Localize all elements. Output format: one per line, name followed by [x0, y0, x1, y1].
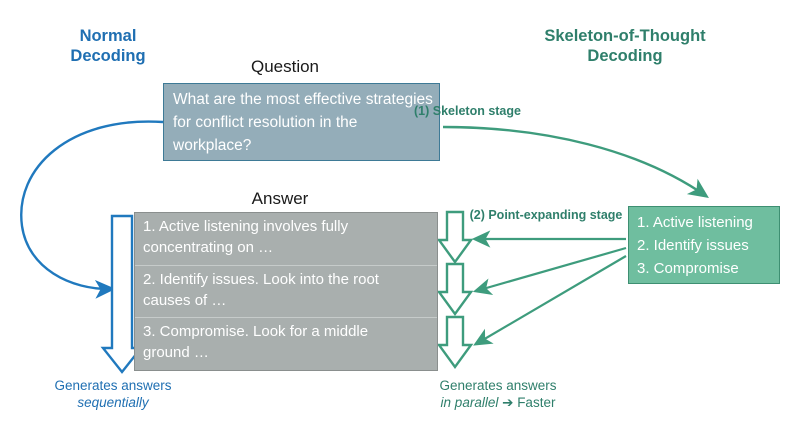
- heading-normal-decoding: Normal Decoding: [70, 27, 146, 65]
- footer-sequential-line2: sequentially: [77, 395, 149, 410]
- footer-parallel: Generates answers in parallel ➔ Faster: [368, 377, 628, 411]
- skeleton-box: 1. Active listening 2. Identify issues 3…: [628, 206, 780, 284]
- footer-parallel-line2: in parallel ➔ Faster: [368, 394, 628, 411]
- answer-box: 1. Active listening involves fully conce…: [134, 212, 438, 371]
- footer-parallel-line1: Generates answers: [439, 378, 557, 393]
- skeleton-to-point-2: [472, 246, 627, 296]
- footer-sequential: Generates answers sequentially: [8, 377, 218, 411]
- stage-1-label: (1) Skeleton stage: [414, 104, 521, 118]
- footer-parallel-emphasis: in parallel: [440, 395, 499, 410]
- point-expanding-arrow-3: [436, 315, 474, 370]
- skeleton-to-point-3: [473, 255, 627, 346]
- arrow-right-icon: ➔: [502, 395, 514, 410]
- heading-skeleton-of-thought-decoding: Skeleton-of-Thought Decoding: [544, 27, 706, 65]
- stage-2-label: (2) Point-expanding stage: [469, 208, 623, 222]
- point-expanding-arrow-2: [436, 262, 474, 317]
- answer-row: 1. Active listening involves fully conce…: [135, 213, 437, 266]
- footer-sequential-line1: Generates answers: [54, 378, 172, 393]
- skeleton-stage-curve-arrow: [442, 125, 709, 199]
- question-label: Question: [250, 57, 320, 76]
- answer-row: 3. Compromise. Look for a middle ground …: [143, 323, 369, 362]
- answer-row: 2. Identify issues. Look into the root c…: [135, 266, 437, 319]
- footer-parallel-faster: Faster: [517, 395, 556, 410]
- question-box: What are the most effective strategies f…: [163, 83, 440, 161]
- answer-label: Answer: [251, 189, 309, 208]
